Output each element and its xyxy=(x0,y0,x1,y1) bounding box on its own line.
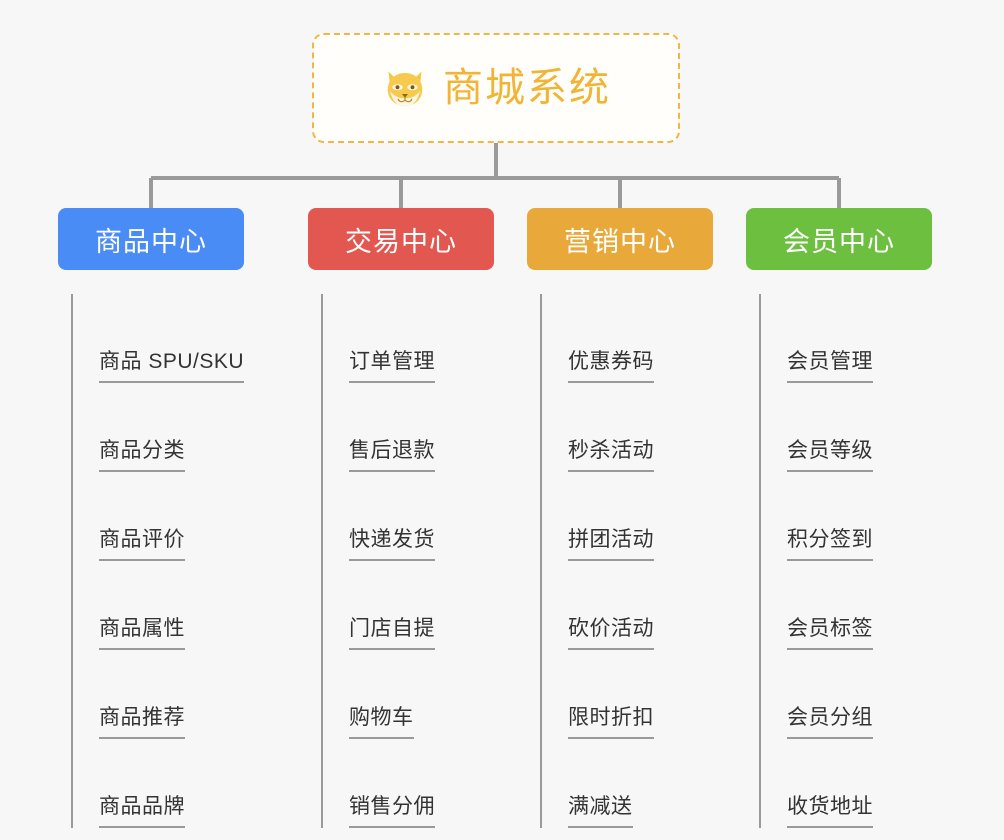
list-item[interactable]: 商品属性 xyxy=(71,561,244,650)
item-label: 秒杀活动 xyxy=(568,440,654,472)
item-label: 会员分组 xyxy=(787,707,873,739)
category-header-member-center[interactable]: 会员中心 xyxy=(746,208,932,270)
branch-marketing-center: 营销中心 优惠券码 秒杀活动 拼团活动 砍价活动 限时折扣 满减送 xyxy=(527,208,713,828)
item-label: 商品评价 xyxy=(99,529,185,561)
list-item[interactable]: 限时折扣 xyxy=(540,650,713,739)
category-header-trade-center[interactable]: 交易中心 xyxy=(308,208,494,270)
item-list-member-center: 会员管理 会员等级 积分签到 会员标签 会员分组 收货地址 xyxy=(746,294,932,828)
branch-product-center: 商品中心 商品 SPU/SKU 商品分类 商品评价 商品属性 商品推荐 商品品牌 xyxy=(58,208,245,828)
branch-trade-center: 交易中心 订单管理 售后退款 快递发货 门店自提 购物车 销售分佣 xyxy=(308,208,494,828)
list-item[interactable]: 拼团活动 xyxy=(540,472,713,561)
item-label: 拼团活动 xyxy=(568,529,654,561)
item-label: 积分签到 xyxy=(787,529,873,561)
item-label: 商品 SPU/SKU xyxy=(99,351,245,383)
item-label: 收货地址 xyxy=(787,796,873,828)
root-title: 商城系统 xyxy=(443,66,611,110)
list-item[interactable]: 售后退款 xyxy=(321,383,494,472)
list-item[interactable]: 砍价活动 xyxy=(540,561,713,650)
category-title: 营销中心 xyxy=(564,226,676,257)
item-list-trade-center: 订单管理 售后退款 快递发货 门店自提 购物车 销售分佣 xyxy=(308,294,494,828)
list-item[interactable]: 快递发货 xyxy=(321,472,494,561)
list-item[interactable]: 会员等级 xyxy=(759,383,932,472)
item-label: 门店自提 xyxy=(349,618,435,650)
item-label: 订单管理 xyxy=(349,351,435,383)
list-item[interactable]: 会员分组 xyxy=(759,650,932,739)
shiba-dog-face-icon xyxy=(387,71,423,107)
list-item[interactable]: 商品 SPU/SKU xyxy=(71,294,245,383)
item-label: 商品推荐 xyxy=(99,707,185,739)
item-label: 限时折扣 xyxy=(568,707,654,739)
list-item[interactable]: 收货地址 xyxy=(759,739,932,828)
item-label: 购物车 xyxy=(349,707,414,739)
item-label: 优惠券码 xyxy=(568,351,654,383)
list-item[interactable]: 商品评价 xyxy=(71,472,244,561)
list-item[interactable]: 商品品牌 xyxy=(71,739,244,828)
item-label: 满减送 xyxy=(568,796,633,828)
item-label: 售后退款 xyxy=(349,440,435,472)
item-label: 砍价活动 xyxy=(568,618,654,650)
list-item[interactable]: 门店自提 xyxy=(321,561,494,650)
category-header-marketing-center[interactable]: 营销中心 xyxy=(527,208,713,270)
list-item[interactable]: 商品推荐 xyxy=(71,650,244,739)
category-title: 交易中心 xyxy=(345,226,457,257)
item-list-product-center: 商品 SPU/SKU 商品分类 商品评价 商品属性 商品推荐 商品品牌 xyxy=(58,294,245,828)
category-title: 会员中心 xyxy=(783,226,895,257)
category-header-product-center[interactable]: 商品中心 xyxy=(58,208,244,270)
list-item[interactable]: 优惠券码 xyxy=(540,294,713,383)
item-label: 快递发货 xyxy=(349,529,435,561)
item-label: 商品品牌 xyxy=(99,796,185,828)
list-item[interactable]: 积分签到 xyxy=(759,472,932,561)
category-title: 商品中心 xyxy=(95,226,207,257)
item-label: 会员标签 xyxy=(787,618,873,650)
item-label: 会员等级 xyxy=(787,440,873,472)
item-list-marketing-center: 优惠券码 秒杀活动 拼团活动 砍价活动 限时折扣 满减送 xyxy=(527,294,713,828)
branch-member-center: 会员中心 会员管理 会员等级 积分签到 会员标签 会员分组 收货地址 xyxy=(746,208,932,828)
item-label: 商品分类 xyxy=(99,440,185,472)
list-item[interactable]: 会员管理 xyxy=(759,294,932,383)
list-item[interactable]: 销售分佣 xyxy=(321,739,494,828)
list-item[interactable]: 会员标签 xyxy=(759,561,932,650)
list-item[interactable]: 购物车 xyxy=(321,650,494,739)
list-item[interactable]: 商品分类 xyxy=(71,383,244,472)
list-item[interactable]: 秒杀活动 xyxy=(540,383,713,472)
item-label: 会员管理 xyxy=(787,351,873,383)
list-item[interactable]: 订单管理 xyxy=(321,294,494,383)
list-item[interactable]: 满减送 xyxy=(540,739,713,828)
item-label: 商品属性 xyxy=(99,618,185,650)
root-node[interactable]: 商城系统 xyxy=(312,33,680,143)
item-label: 销售分佣 xyxy=(349,796,435,828)
